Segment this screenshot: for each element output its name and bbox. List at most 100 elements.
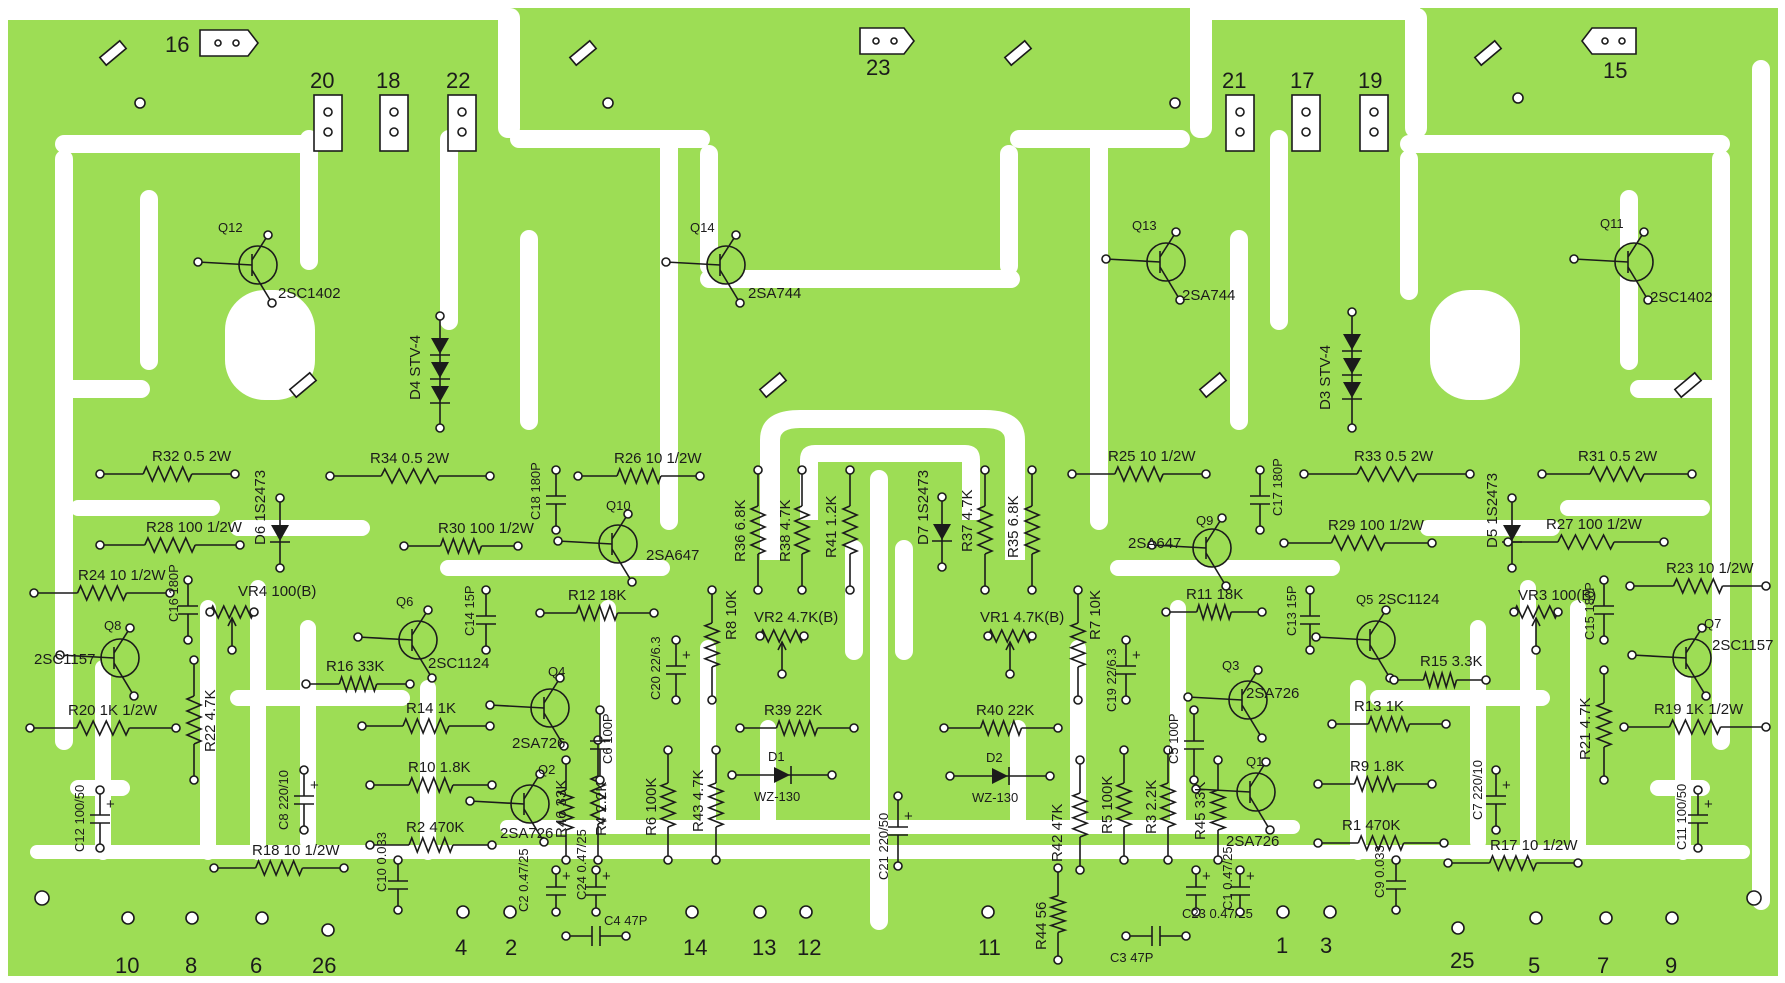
solder-pad	[1599, 665, 1609, 675]
resistor-r41: R41 1.2K	[823, 465, 860, 595]
resistor-r44: R44 56	[1033, 863, 1068, 965]
pin-label: 4	[455, 935, 467, 960]
pin-label: 14	[683, 935, 707, 960]
solder-pad	[165, 588, 175, 598]
pin-label: 12	[797, 935, 821, 960]
solder-pad	[1625, 581, 1635, 591]
resistor-label: R21 4.7K	[1577, 697, 1594, 760]
solder-pad	[623, 509, 633, 519]
solder-pad	[1255, 525, 1265, 535]
solder-pad	[561, 755, 571, 765]
solder-pad	[1119, 855, 1129, 865]
resistor-label: R23 10 1/2W	[1666, 560, 1754, 577]
transistor-part: 2SA647	[646, 547, 699, 564]
polarity-mark: +	[1246, 868, 1255, 885]
diode-part: WZ-130	[972, 790, 1018, 805]
pin-label: 13	[752, 935, 776, 960]
solder-pad	[193, 257, 203, 267]
resistor-label: R46 33K	[553, 780, 570, 838]
solder-pad	[1121, 931, 1131, 941]
solder-pad	[1189, 705, 1199, 715]
capacitor-label: C10 0.033	[374, 832, 389, 892]
solder-pad	[1659, 537, 1669, 547]
solder-pad	[1161, 607, 1171, 617]
resistor-label: R10 1.8K	[408, 759, 471, 776]
transistor-ref: Q11	[1600, 216, 1624, 231]
solder-pad	[485, 471, 495, 481]
solder-pad	[1027, 631, 1037, 641]
solder-pad	[183, 635, 193, 645]
solder-pad	[663, 855, 673, 865]
solder-pad	[553, 536, 563, 546]
resistor-r6: R6 100K	[643, 745, 678, 865]
transistor-ref: Q8	[104, 618, 121, 633]
resistor-label: R38 4.7K	[777, 499, 794, 562]
solder-pad	[711, 855, 721, 865]
capacitor-label: C21 220/50	[876, 813, 891, 880]
resistor-label: R36 6.8K	[732, 499, 749, 562]
solder-pad	[1761, 722, 1771, 732]
resistor-label: R20 1K 1/2W	[68, 702, 158, 719]
solder-pad	[980, 585, 990, 595]
trimmer-vr4: VR4 100(B)	[205, 583, 316, 655]
solder-pad	[1391, 905, 1401, 915]
capacitor-label: C7 220/10	[1470, 760, 1485, 820]
solder-pad	[1053, 863, 1063, 873]
capacitor-label: C24 0.47/25	[574, 829, 589, 900]
solder-pad	[1627, 650, 1637, 660]
solder-pad	[1073, 695, 1083, 705]
solder-pad	[937, 492, 947, 502]
capacitor-label: C19 22/6.3	[1104, 648, 1119, 712]
capacitor-c2: +C2 0.47/25	[516, 848, 571, 917]
solder-pad	[1465, 469, 1475, 479]
solder-pad	[1005, 669, 1015, 679]
solder-pad	[1217, 513, 1227, 523]
resistor-r9: R9 1.8K	[1313, 758, 1437, 794]
pin-label: 2	[505, 935, 517, 960]
resistor-r40: R40 22K	[939, 702, 1063, 738]
resistor-label: R6 100K	[643, 778, 660, 836]
solder-pad	[275, 493, 285, 503]
connector-label: 15	[1603, 58, 1627, 83]
capacitor-c20: +C20 22/6.3	[648, 635, 691, 705]
diode-part: WZ-130	[754, 789, 800, 804]
solder-pad	[25, 723, 35, 733]
transistor-ref: Q12	[218, 220, 243, 235]
solder-pad	[301, 679, 311, 689]
resistor-r27: R27 100 1/2W	[1503, 516, 1669, 551]
solder-pad	[235, 540, 245, 550]
resistor-label: R2 470K	[406, 819, 464, 836]
solder-pad	[1305, 585, 1315, 595]
capacitor-label: C4 47P	[604, 913, 647, 928]
diode-label: D4 STV-4	[407, 335, 424, 400]
connector-15: 15	[1580, 27, 1637, 83]
capacitor-c18: C18 180P	[528, 462, 566, 535]
transistor-ref: Q1	[1246, 754, 1263, 769]
pin-label: 9	[1665, 953, 1677, 978]
capacitor-c17: C17 180P	[1250, 458, 1285, 535]
solder-pad	[1101, 254, 1111, 264]
solder-pad	[1639, 227, 1649, 237]
resistor-label: R35 6.8K	[1005, 495, 1022, 558]
solder-pad	[1697, 623, 1707, 633]
transistor-part: 2SC1402	[1650, 289, 1713, 306]
resistor-label: R12 18K	[568, 587, 626, 604]
capacitor-c15: C15 180P	[1582, 575, 1614, 645]
capacitor-c11: +C11 100/50	[1674, 784, 1713, 853]
transistor-part: 2SC1402	[278, 285, 341, 302]
pin-label: 11	[978, 935, 1001, 960]
resistor-r35: R35 6.8K	[1005, 465, 1042, 595]
solder-pad	[55, 650, 65, 660]
solder-pad	[405, 679, 415, 689]
resistor-r18: R18 10 1/2W	[209, 842, 349, 878]
solder-pad	[1619, 722, 1629, 732]
capacitor-label: C8 220/10	[276, 770, 291, 830]
solder-pad	[649, 608, 659, 618]
connector-label: 20	[310, 68, 334, 93]
capacitor-label: C20 22/6.3	[648, 636, 663, 700]
capacitor-label: C1 0.47/25	[1220, 846, 1235, 910]
solder-pad	[1553, 607, 1563, 617]
connector-16: 16	[165, 29, 260, 57]
